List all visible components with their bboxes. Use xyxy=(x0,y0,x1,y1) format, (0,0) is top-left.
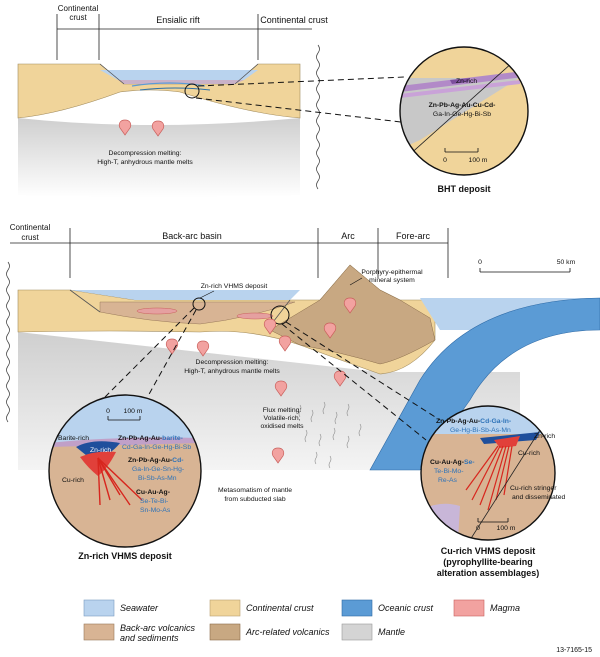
legend: Seawater Continental crust Oceanic crust… xyxy=(83,599,520,643)
bottom-back-arc-volcanics xyxy=(99,301,296,325)
top-seawater xyxy=(100,70,258,80)
bottom-porphyry-1: Porphyry-epithermal xyxy=(361,269,423,276)
bht-title: BHT deposit xyxy=(438,184,491,194)
legend-oceanic-crust: Oceanic crust xyxy=(378,603,434,613)
fluid-squiggles xyxy=(298,401,362,469)
cu-scale-0: 0 xyxy=(476,525,480,532)
zn-b1: Zn-Pb-Ag-Au-Cd- xyxy=(128,457,184,464)
bottom-arc-volcanics xyxy=(269,264,436,365)
zn-b3: Bi-Sb-As-Mn xyxy=(138,475,177,482)
bottom-scale-50: 50 km xyxy=(557,259,576,266)
cu-c2: Te-Bi-Mo- xyxy=(434,468,463,475)
cu-title-2: (pyrophyllite-bearing xyxy=(443,557,533,567)
top-bht-locator xyxy=(184,83,200,99)
legend-arc-volcanics: Arc-related volcanics xyxy=(245,627,330,637)
top-continental-crust-right: Continental crust xyxy=(260,15,328,25)
top-decompression-line1: Decompression melting: xyxy=(109,150,182,157)
cu-c3: Re-As xyxy=(438,477,457,484)
bht-scale-100: 100 m xyxy=(469,157,488,164)
legend-back-arc-2: and sediments xyxy=(120,633,179,643)
bottom-fore-arc: Fore-arc xyxy=(396,231,431,241)
bht-scale-0: 0 xyxy=(443,157,447,164)
bottom-oceanic-slab xyxy=(369,297,600,471)
zn-c2: Se-Te-Bi- xyxy=(140,498,168,505)
bottom-zn-vhms-label: Zn-rich VHMS deposit xyxy=(201,283,268,290)
bottom-metasomatism-2: from subducted slab xyxy=(224,496,285,503)
cu-stringer-2: and disseminated xyxy=(512,494,565,501)
legend-swatch-seawater xyxy=(83,599,115,617)
legend-swatch-mantle xyxy=(341,623,373,641)
cu-zn-rich: Zn-rich xyxy=(534,433,555,440)
top-continental-crust-left-1: Continental xyxy=(58,4,99,13)
zn-b2: Ga-In-Ge-Sn-Hg- xyxy=(132,466,184,473)
bottom-continental-crust-2: crust xyxy=(21,233,39,242)
bottom-header-brackets xyxy=(10,228,449,278)
figure-id: 13-7165-15 xyxy=(556,647,592,654)
zn-c1: Cu-Au-Ag- xyxy=(136,489,170,496)
bottom-flux-1: Flux melting: xyxy=(263,407,302,414)
bottom-flux-2: Volatile-rich, xyxy=(263,415,300,422)
bottom-magma-drop-6 xyxy=(278,335,292,352)
cu-a2: Ge-Hg-Bi-Sb-As-Mn xyxy=(450,427,511,434)
bottom-cu-locator xyxy=(270,305,290,325)
top-decompression-line2: High-T, anhydrous mantle melts xyxy=(97,159,193,166)
bottom-arc: Arc xyxy=(341,231,355,241)
bottom-decompression-1: Decompression melting: xyxy=(196,359,269,366)
top-cross-section: Decompression melting: High-T, anhydrous… xyxy=(17,4,406,198)
legend-swatch-arc-volcanics xyxy=(209,623,241,641)
top-mantle xyxy=(18,118,300,198)
top-break-line xyxy=(316,44,320,190)
zn-zn-rich: Zn-rich xyxy=(90,447,111,454)
cu-cu-rich: Cu-rich xyxy=(518,450,540,457)
cu-title-1: Cu-rich VHMS deposit xyxy=(441,546,536,556)
bht-elements-1: Zn-Pb-Ag-Au-Cu-Cd- xyxy=(429,102,496,109)
legend-back-arc-1: Back-arc volcanics xyxy=(120,623,196,633)
cu-c1: Cu-Au-Ag-Se- xyxy=(430,459,475,466)
bottom-porphyry-2: mineral system xyxy=(369,277,415,284)
legend-mantle: Mantle xyxy=(378,627,405,637)
legend-continental-crust: Continental crust xyxy=(246,603,314,613)
cu-a1: Zn-Pb-Ag-Au-Cd-Ga-In- xyxy=(436,418,511,425)
bht-zn-rich: Zn-rich xyxy=(456,78,477,85)
zn-barite-rich: Barite-rich xyxy=(58,435,89,442)
legend-swatch-magma xyxy=(453,599,485,617)
top-ensialic-rift: Ensialic rift xyxy=(156,15,200,25)
cu-scale-100: 100 m xyxy=(497,525,516,532)
zn-cu-rich: Cu-rich xyxy=(62,477,84,484)
zn-scale-0: 0 xyxy=(106,408,110,415)
cu-stringer-1: Cu-rich stringer xyxy=(510,485,557,492)
top-continental-crust-left-2: crust xyxy=(69,13,87,22)
bht-elements-2: Ga-In-Ge-Hg-Bi-Sb xyxy=(433,111,491,118)
legend-swatch-oceanic-crust xyxy=(341,599,373,617)
bottom-scale-0: 0 xyxy=(478,259,482,266)
bottom-flux-3: oxidised melts xyxy=(260,423,304,430)
zn-c3: Sn-Mo-As xyxy=(140,507,171,514)
cu-title-3: alteration assemblages) xyxy=(437,568,540,578)
bottom-back-arc-basin: Back-arc basin xyxy=(162,231,222,241)
zn-a2: Cd-Ga-In-Ge-Hg-Bi-Sb xyxy=(122,444,191,451)
zn-scale-100: 100 m xyxy=(124,408,143,415)
bottom-zn-locator xyxy=(192,297,206,311)
bottom-continental-crust-1: Continental xyxy=(10,223,51,232)
bottom-seawater xyxy=(70,290,300,300)
bottom-break-line xyxy=(6,261,10,423)
zn-title: Zn-rich VHMS deposit xyxy=(78,551,172,561)
top-rift-sediments xyxy=(118,80,244,84)
legend-seawater: Seawater xyxy=(120,603,159,613)
zn-vhms-inset: 0 100 m Barite-rich Zn-rich Cu-rich Zn-P… xyxy=(48,394,202,561)
legend-swatch-continental-crust xyxy=(209,599,241,617)
cu-vhms-inset: Zn-Pb-Ag-Au-Cd-Ga-In- Ge-Hg-Bi-Sb-As-Mn … xyxy=(420,405,565,578)
legend-swatch-back-arc xyxy=(83,623,115,641)
bht-inset: Zn-rich Zn-Pb-Ag-Au-Cu-Cd- Ga-In-Ge-Hg-B… xyxy=(399,46,529,194)
bottom-km-scale xyxy=(479,268,571,273)
top-continental-crust xyxy=(17,63,301,119)
zn-a1: Zn-Pb-Ag-Au-barite- xyxy=(118,435,183,442)
bottom-decompression-2: High-T, anhydrous mantle melts xyxy=(184,368,280,375)
legend-magma: Magma xyxy=(490,603,520,613)
top-header-brackets xyxy=(56,14,312,60)
bottom-metasomatism-1: Metasomatism of mantle xyxy=(218,487,292,494)
